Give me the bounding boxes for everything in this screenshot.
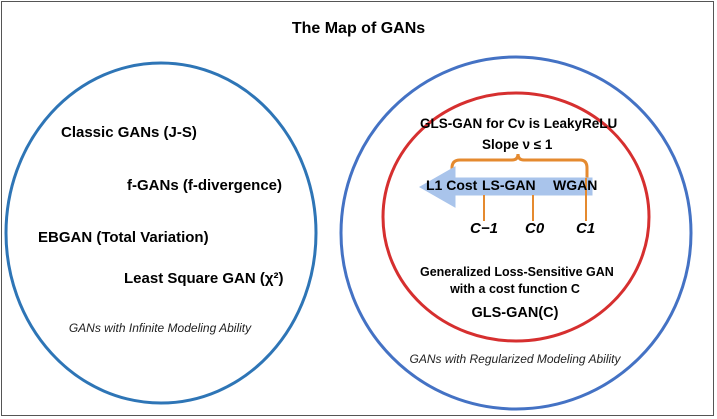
gls-description-line1: Generalized Loss-Sensitive GAN [420,265,614,279]
cost-label-c1: C1 [576,220,596,237]
gls-description-line2: with a cost function C [450,282,580,296]
left-caption: GANs with Infinite Modeling Ability [68,321,252,335]
left-item-least-square-gan: Least Square GAN (χ²) [124,270,284,287]
left-item-classic-gans: Classic GANs (J-S) [61,124,197,141]
gls-heading-line2: Slope ν ≤ 1 [482,137,553,152]
left-circle [4,61,318,405]
arrow-label-wgan: WGAN [553,177,598,193]
right-caption: GANs with Regularized Modeling Ability [409,352,621,366]
left-item-f-gans: f-GANs (f-divergence) [127,177,283,194]
left-item-ebgan: EBGAN (Total Variation) [38,229,209,246]
arrow-label-l1-cost: L1 Cost [426,177,478,193]
curly-brace [450,153,589,178]
right-outer-circle [339,55,693,411]
right-inner-circle [381,91,651,343]
cost-label-c0: C0 [525,220,545,237]
arrow-label-ls-gan: LS-GAN [482,177,536,193]
gls-gan-label: GLS-GAN(C) [471,305,559,321]
cost-label-c-minus-1: C−1 [470,220,498,237]
diagram-title: The Map of GANs [291,20,426,37]
gls-heading-line1: GLS-GAN for Cν is LeakyReLU [420,116,618,131]
direction-arrow [418,166,593,208]
